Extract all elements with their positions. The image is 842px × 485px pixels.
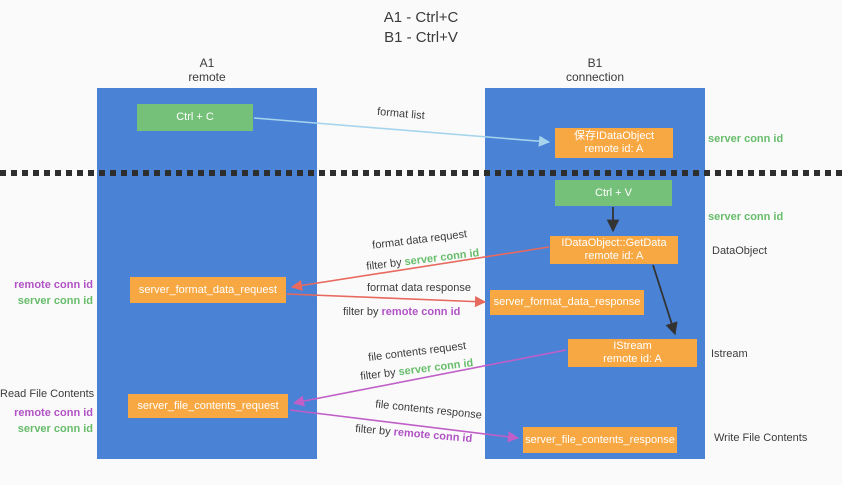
label-file-contents-response: file contents response xyxy=(374,398,483,422)
right-dataobject-label: DataObject xyxy=(712,245,768,257)
server-conn-id-text: server conn id xyxy=(397,357,474,379)
save-idataobject-line2: remote id: A xyxy=(584,143,644,155)
getdata-line2: remote id: A xyxy=(584,250,644,262)
lane-b1-role: connection xyxy=(565,70,625,84)
label-filter-by-remote-conn-id-1: filter by remote conn id xyxy=(343,306,460,319)
lane-b1-name: B1 xyxy=(587,56,603,70)
left-remote-conn-id-2: remote conn id xyxy=(14,407,93,419)
lane-a1-role: remote xyxy=(188,70,226,84)
ctrl-c-box: Ctrl + C xyxy=(137,104,253,131)
right-server-conn-id-1: server conn id xyxy=(708,133,784,145)
idataobject-getdata-box: IDataObject::GetData remote id: A xyxy=(550,236,678,264)
label-filter-by-remote-conn-id-2: filter by remote conn id xyxy=(355,423,473,446)
server-conn-id-text: server conn id xyxy=(403,247,480,269)
server-format-data-response-label: server_format_data_response xyxy=(493,296,641,308)
getdata-line1: IDataObject::GetData xyxy=(561,237,667,249)
left-server-conn-id-1: server conn id xyxy=(17,295,93,307)
remote-conn-id-text: remote conn id xyxy=(381,306,461,318)
left-conn-ids-file: remote conn id server conn id xyxy=(0,405,93,437)
istream-line2: remote id: A xyxy=(603,353,662,365)
server-file-contents-request-label: server_file_contents_request xyxy=(137,399,279,412)
ctrl-c-label: Ctrl + C xyxy=(176,111,214,123)
left-read-file-contents-label: Read File Contents xyxy=(0,388,95,400)
filter-by-text: filter by xyxy=(359,366,400,383)
save-idataobject-box: 保存IDataObject remote id: A xyxy=(555,128,673,158)
lane-header-a1-remote: A1 remote xyxy=(157,56,257,84)
filter-by-text: filter by xyxy=(354,422,395,439)
ctrl-v-box: Ctrl + V xyxy=(555,180,672,206)
right-write-file-contents-label: Write File Contents xyxy=(714,432,808,444)
right-server-conn-id-2: server conn id xyxy=(708,211,784,223)
istream-line1: IStream xyxy=(613,340,652,352)
diagram-title: A1 - Ctrl+C B1 - Ctrl+V xyxy=(0,8,842,48)
save-idataobject-line1: 保存IDataObject xyxy=(573,130,655,142)
right-istream-label: Istream xyxy=(711,348,748,360)
title-line-2: B1 - Ctrl+V xyxy=(384,29,458,46)
title-line-1: A1 - Ctrl+C xyxy=(383,9,459,26)
server-format-data-request-label: server_format_data_request xyxy=(138,283,278,296)
label-format-data-request: format data request xyxy=(371,228,468,252)
lane-a1-name: A1 xyxy=(199,56,215,70)
lane-header-b1-connection: B1 connection xyxy=(545,56,645,84)
server-file-contents-response-box: server_file_contents_response xyxy=(523,427,677,453)
remote-conn-id-text: remote conn id xyxy=(393,426,473,446)
istream-box: IStream remote id: A xyxy=(568,339,697,367)
server-file-contents-response-label: server_file_contents_response xyxy=(525,433,675,446)
ctrl-v-label: Ctrl + V xyxy=(595,186,632,199)
server-format-data-request-box: server_format_data_request xyxy=(130,277,286,303)
filter-by-text: filter by xyxy=(343,306,382,318)
machine-boundary-dotted-line xyxy=(0,170,842,176)
label-format-list: format list xyxy=(376,105,426,123)
left-remote-conn-id-1: remote conn id xyxy=(14,279,93,291)
left-conn-ids-format: remote conn id server conn id xyxy=(0,277,93,309)
filter-by-text: filter by xyxy=(365,256,406,273)
left-server-conn-id-2: server conn id xyxy=(17,423,93,435)
server-file-contents-request-box: server_file_contents_request xyxy=(128,394,288,418)
label-format-data-response: format data response xyxy=(367,282,471,294)
server-format-data-response-box: server_format_data_response xyxy=(490,290,644,315)
